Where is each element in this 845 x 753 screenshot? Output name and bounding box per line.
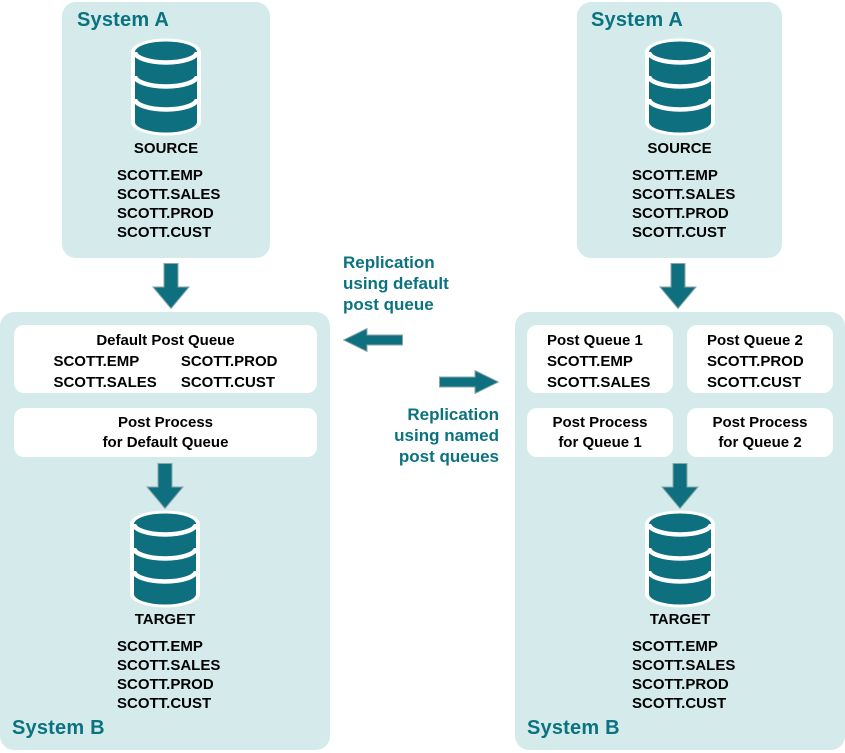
panel-title-system-b-right: System B: [527, 717, 620, 739]
panel-system-a-left: System A SOURCE SCOTT.EMP SCOTT.SALES SC…: [62, 2, 270, 258]
panel-system-b-right: Post Queue 1 SCOTT.EMP SCOTT.SALES Post …: [515, 312, 845, 750]
database-icon: [641, 38, 719, 136]
table-name: SCOTT.SALES: [53, 374, 157, 391]
table-name: SCOTT.PROD: [180, 353, 278, 370]
database-icon: [126, 510, 204, 608]
process-box-line: for Default Queue: [102, 434, 229, 451]
label-line: using default: [343, 274, 449, 293]
process-box-line: Post Process: [117, 414, 214, 431]
table-name: SCOTT.CUST: [117, 695, 212, 712]
table-name: SCOTT.PROD: [632, 205, 729, 222]
arrow-down-icon: [661, 463, 699, 509]
table-name: SCOTT.SALES: [117, 186, 221, 203]
replication-named-label: Replication using named post queues: [343, 404, 499, 467]
queue-box-title: Default Post Queue: [96, 332, 235, 349]
process-box-line: for Queue 1: [558, 434, 642, 451]
table-name: SCOTT.SALES: [547, 374, 651, 391]
process-box-line: for Queue 2: [718, 434, 802, 451]
table-name: SCOTT.CUST: [180, 374, 275, 391]
table-name: SCOTT.EMP: [632, 167, 718, 184]
queue-column-1: SCOTT.EMP SCOTT.SALES: [53, 351, 156, 393]
table-name: SCOTT.SALES: [632, 186, 736, 203]
database-icon: [641, 510, 719, 608]
queue-box-title: Post Queue 2: [707, 332, 803, 349]
label-line: post queues: [398, 447, 499, 466]
table-name: SCOTT.PROD: [632, 676, 729, 693]
table-name: SCOTT.CUST: [632, 224, 727, 241]
queue-box-title: Post Queue 1: [547, 332, 643, 349]
source-table-list: SCOTT.EMP SCOTT.SALES SCOTT.PROD SCOTT.C…: [117, 166, 220, 242]
default-post-queue-box: Default Post Queue SCOTT.EMP SCOTT.SALES…: [14, 325, 317, 393]
replication-default-label: Replication using default post queue: [343, 252, 493, 315]
table-name: SCOTT.PROD: [117, 676, 214, 693]
table-name: SCOTT.CUST: [632, 695, 727, 712]
label-line: Replication: [407, 405, 499, 424]
panel-title-system-b-left: System B: [12, 717, 105, 739]
label-line: post queue: [343, 295, 434, 314]
table-name: SCOTT.EMP: [117, 638, 203, 655]
default-post-process-box: Post Process for Default Queue: [14, 408, 317, 457]
panel-title-system-a-left: System A: [77, 9, 170, 31]
arrow-left-icon: [343, 328, 403, 352]
arrow-right-icon: [439, 370, 499, 394]
target-label: TARGET: [649, 611, 711, 628]
label-line: using named: [394, 426, 499, 445]
queue-table-columns: SCOTT.EMP SCOTT.SALES SCOTT.PROD SCOTT.C…: [14, 351, 317, 393]
arrow-down-icon: [152, 263, 190, 309]
table-name: SCOTT.PROD: [117, 205, 214, 222]
target-table-list: SCOTT.EMP SCOTT.SALES SCOTT.PROD SCOTT.C…: [632, 637, 735, 713]
arrow-down-icon: [659, 263, 697, 309]
table-name: SCOTT.PROD: [707, 353, 804, 370]
process-box-line: Post Process: [552, 414, 648, 431]
target-label: TARGET: [134, 611, 196, 628]
table-name: SCOTT.SALES: [632, 657, 736, 674]
table-name: SCOTT.SALES: [117, 657, 221, 674]
source-label: SOURCE: [647, 140, 712, 157]
table-name: SCOTT.CUST: [707, 374, 802, 391]
table-name: SCOTT.EMP: [117, 167, 203, 184]
queue-column-2: SCOTT.PROD SCOTT.CUST: [181, 351, 278, 393]
process-box-line: Post Process: [712, 414, 808, 431]
table-name: SCOTT.EMP: [547, 353, 633, 370]
panel-title-system-a-right: System A: [591, 9, 684, 31]
database-icon: [127, 38, 205, 136]
post-process-1-box: Post Process for Queue 1: [527, 408, 673, 457]
table-name: SCOTT.EMP: [53, 353, 140, 370]
target-table-list: SCOTT.EMP SCOTT.SALES SCOTT.PROD SCOTT.C…: [117, 637, 220, 713]
panel-system-b-left: Default Post Queue SCOTT.EMP SCOTT.SALES…: [0, 312, 330, 750]
panel-system-a-right: System A SOURCE SCOTT.EMP SCOTT.SALES SC…: [577, 2, 782, 258]
label-line: Replication: [343, 253, 435, 272]
arrow-down-icon: [146, 463, 184, 509]
post-queue-1-box: Post Queue 1 SCOTT.EMP SCOTT.SALES: [527, 325, 673, 393]
table-name: SCOTT.CUST: [117, 224, 212, 241]
post-queue-2-box: Post Queue 2 SCOTT.PROD SCOTT.CUST: [687, 325, 833, 393]
source-table-list: SCOTT.EMP SCOTT.SALES SCOTT.PROD SCOTT.C…: [632, 166, 735, 242]
table-name: SCOTT.EMP: [632, 638, 718, 655]
source-label: SOURCE: [133, 140, 199, 157]
post-process-2-box: Post Process for Queue 2: [687, 408, 833, 457]
